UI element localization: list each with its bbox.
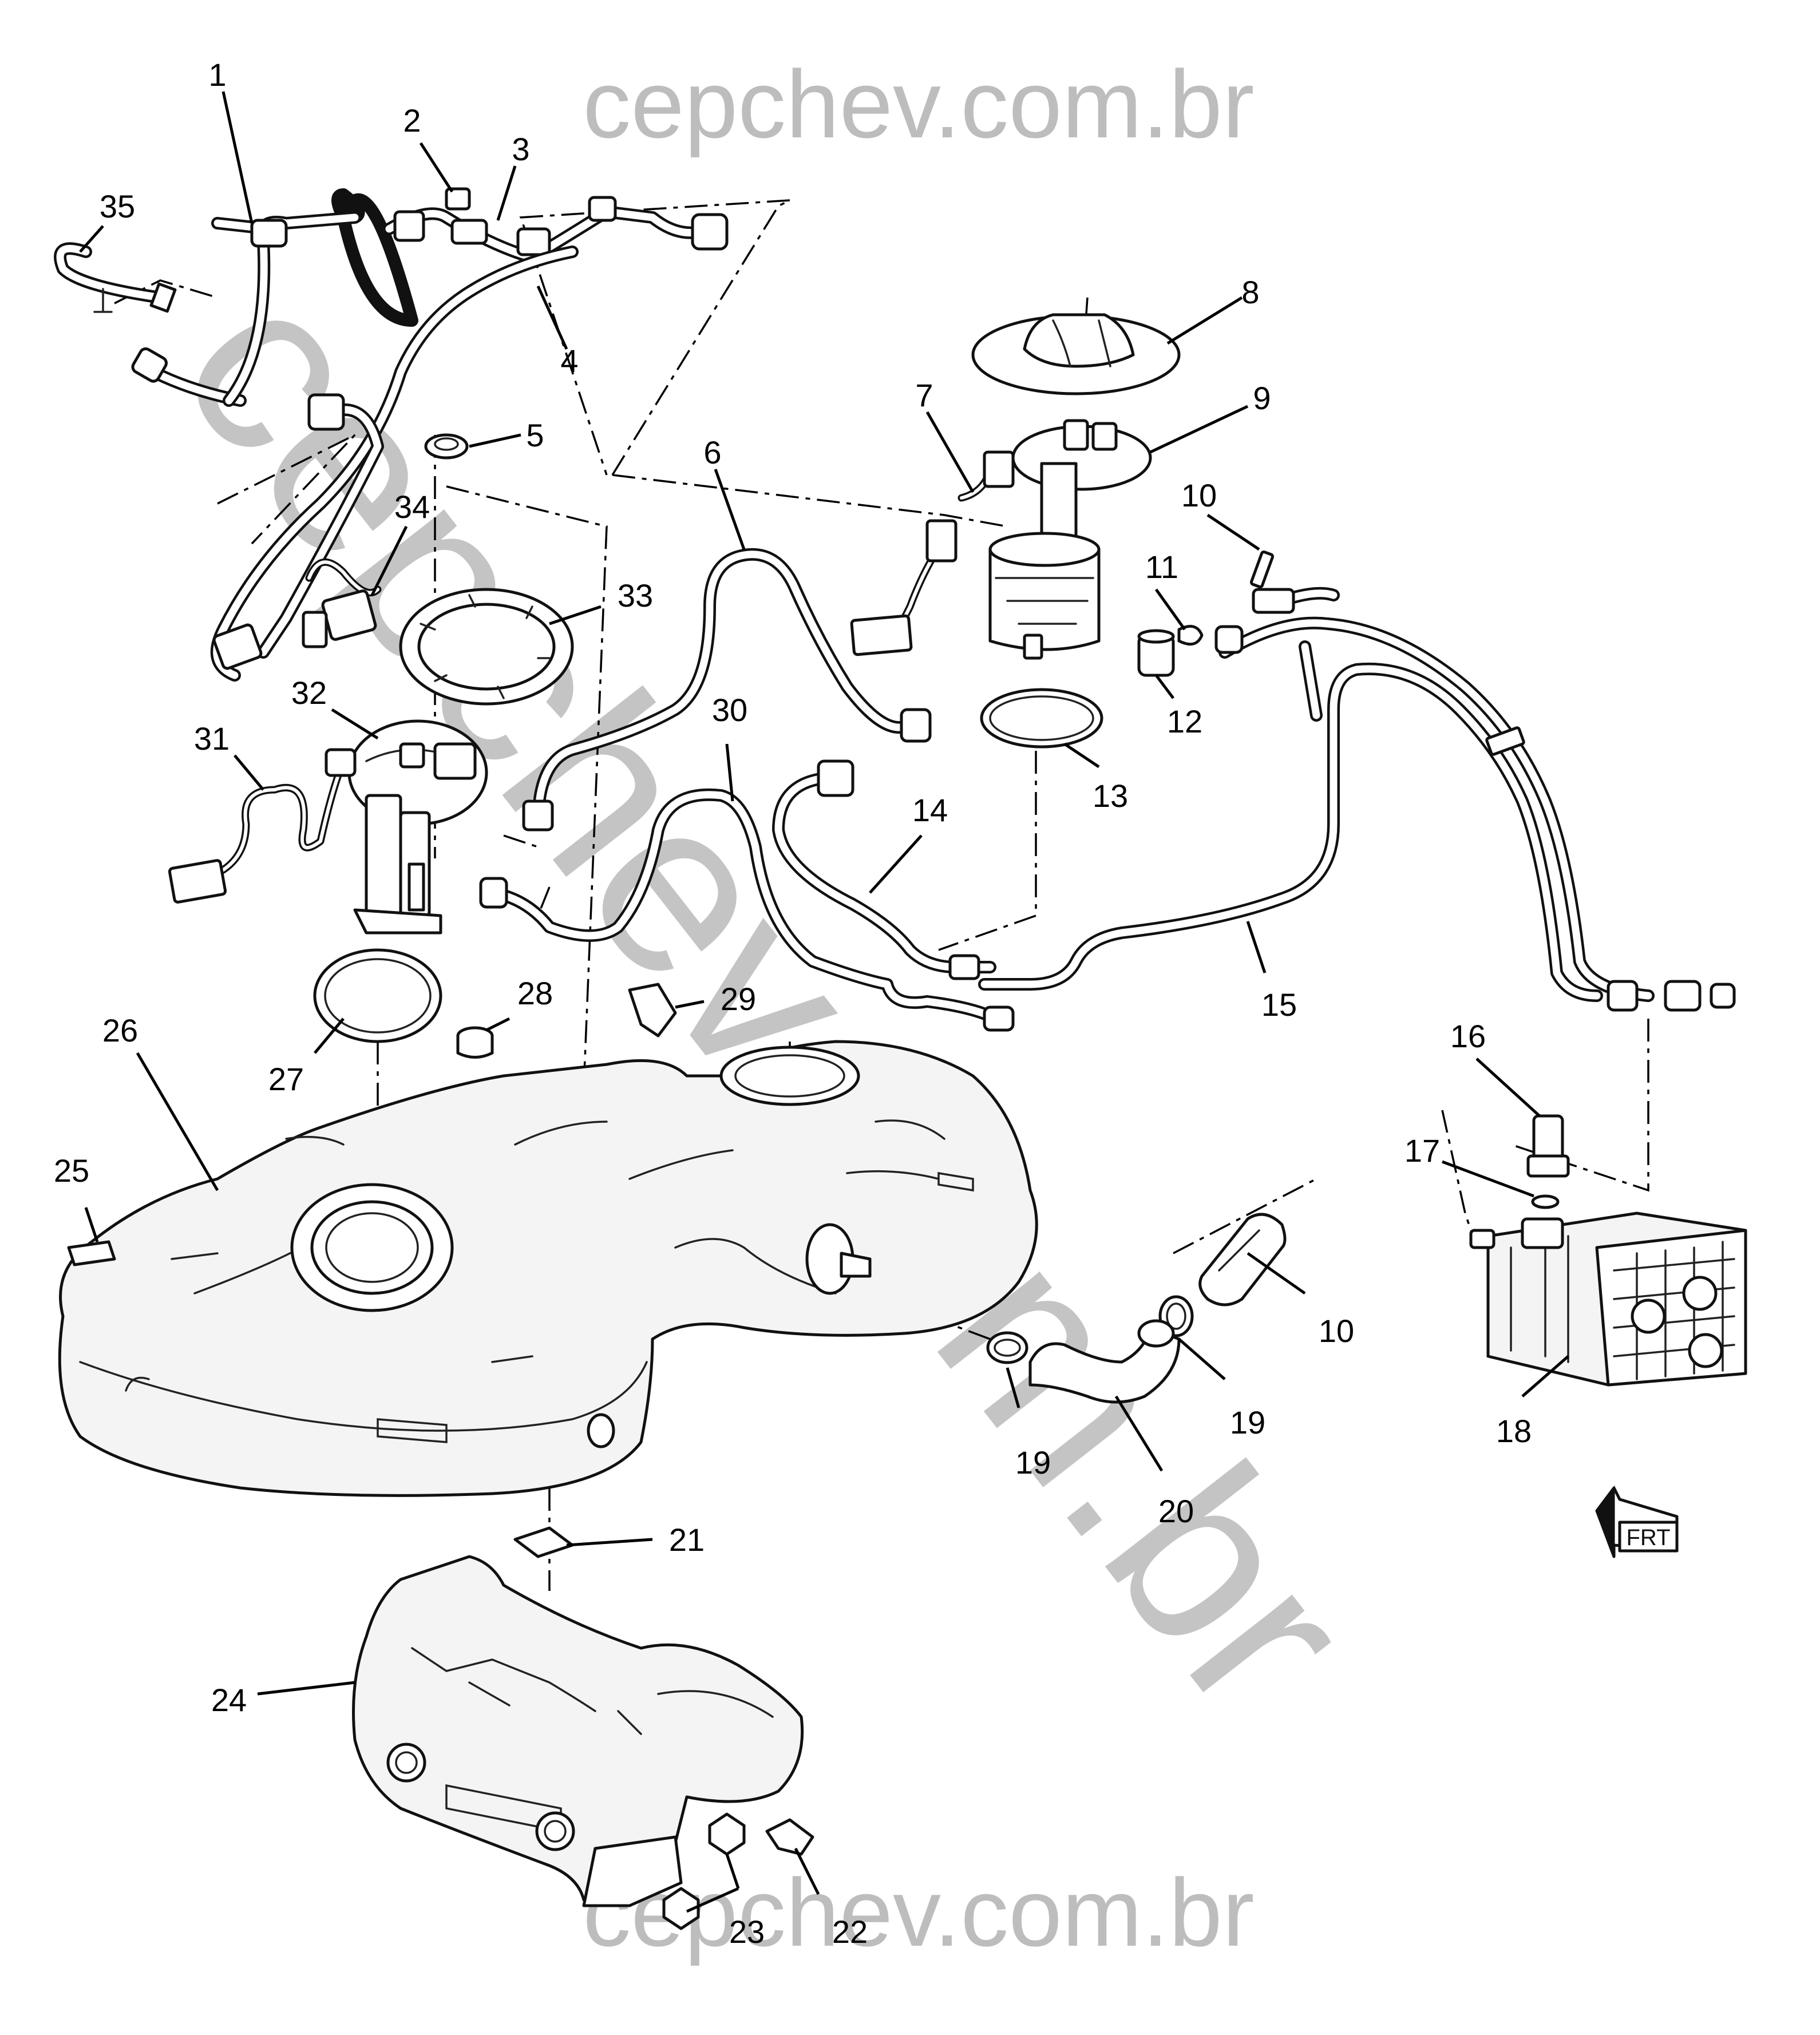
part-31-sender-harness [168, 748, 357, 904]
callout-13: 13 [1093, 778, 1128, 814]
callout-17: 17 [1404, 1133, 1440, 1169]
callout-10-upper: 10 [1181, 477, 1217, 513]
callout-31: 31 [194, 720, 230, 757]
part-29-clip [628, 983, 677, 1038]
part-19-hose-clamp-left [986, 1331, 1028, 1364]
part-7-level-sensor-harness [958, 450, 1015, 502]
callout-10-lower: 10 [1319, 1313, 1354, 1349]
part-11-clamp [1177, 624, 1204, 646]
part-15-vapor-lines [978, 587, 1736, 1012]
callout-6: 6 [703, 434, 721, 470]
part-5-grommet [424, 433, 469, 460]
callout-24: 24 [211, 1682, 247, 1718]
callout-25: 25 [54, 1153, 89, 1189]
callout-5: 5 [526, 417, 544, 453]
callout-19-left: 19 [1015, 1444, 1051, 1480]
part-33-lock-ring [399, 588, 574, 706]
part-9-fuel-pump-module [850, 419, 1152, 660]
callout-33: 33 [618, 577, 653, 613]
frt-label: FRT [1626, 1525, 1670, 1550]
callout-2: 2 [403, 102, 421, 138]
part-27-seal-ring [313, 948, 442, 1043]
callout-15: 15 [1261, 987, 1297, 1023]
part-16-canister-sensor [1526, 1114, 1570, 1178]
part-26-fuel-tank [58, 1040, 1038, 1497]
callout-11: 11 [1145, 549, 1178, 585]
callout-7: 7 [915, 377, 933, 413]
callout-19-right: 19 [1230, 1404, 1265, 1440]
part-10-quick-connector-upper [1249, 551, 1275, 588]
callout-9: 9 [1253, 380, 1271, 416]
callout-12: 12 [1167, 703, 1202, 739]
callout-20: 20 [1158, 1493, 1194, 1529]
part-12-sleeve [1137, 629, 1175, 677]
part-10-filler-pipe-lower [1198, 1213, 1287, 1306]
part-34-sensor [302, 558, 382, 648]
part-23-nut-right [708, 1812, 746, 1856]
callout-18: 18 [1496, 1413, 1532, 1449]
part-13-o-ring [980, 688, 1103, 749]
callout-labels: 1 2 3 4 5 6 7 8 9 10 11 12 13 14 15 16 1… [54, 57, 1532, 1950]
callout-1: 1 [208, 57, 226, 93]
part-20-filler-hose [1028, 1319, 1181, 1404]
callout-27: 27 [268, 1061, 304, 1097]
part-6-fuel-feed-pipe [522, 548, 932, 832]
watermark-top: cepchev.com.br [583, 50, 1254, 158]
callout-23: 23 [729, 1914, 765, 1950]
callout-28: 28 [517, 975, 553, 1011]
part-14-fuel-return-pipe [772, 759, 996, 980]
part-25-pad [67, 1240, 116, 1266]
callout-leaders [79, 91, 1569, 1913]
callout-32: 32 [291, 675, 327, 711]
callout-14: 14 [912, 792, 948, 828]
part-30-evap-pipe [479, 788, 1015, 1032]
front-direction-indicator: FRT [1595, 1485, 1679, 1558]
callout-8: 8 [1241, 274, 1259, 310]
part-21-pad [513, 1526, 574, 1558]
callout-26: 26 [102, 1012, 138, 1048]
part-17-o-ring [1531, 1194, 1560, 1209]
part-22-clip [765, 1818, 814, 1856]
callout-30: 30 [712, 692, 747, 728]
callout-29: 29 [721, 981, 756, 1017]
callout-16: 16 [1450, 1018, 1486, 1054]
part-18-evap-canister [1469, 1212, 1747, 1387]
part-23-nut-left [662, 1887, 700, 1930]
callout-21: 21 [669, 1522, 705, 1558]
part-28-plug [456, 1026, 494, 1059]
part-32-fuel-sender-secondary [347, 719, 488, 935]
callout-34: 34 [394, 489, 430, 525]
callout-3: 3 [512, 131, 529, 167]
callout-4: 4 [560, 343, 578, 379]
part-8-module-cover [971, 313, 1181, 395]
callout-22: 22 [832, 1914, 868, 1950]
callout-35: 35 [100, 188, 135, 224]
part-24-heat-shield [352, 1555, 804, 1907]
